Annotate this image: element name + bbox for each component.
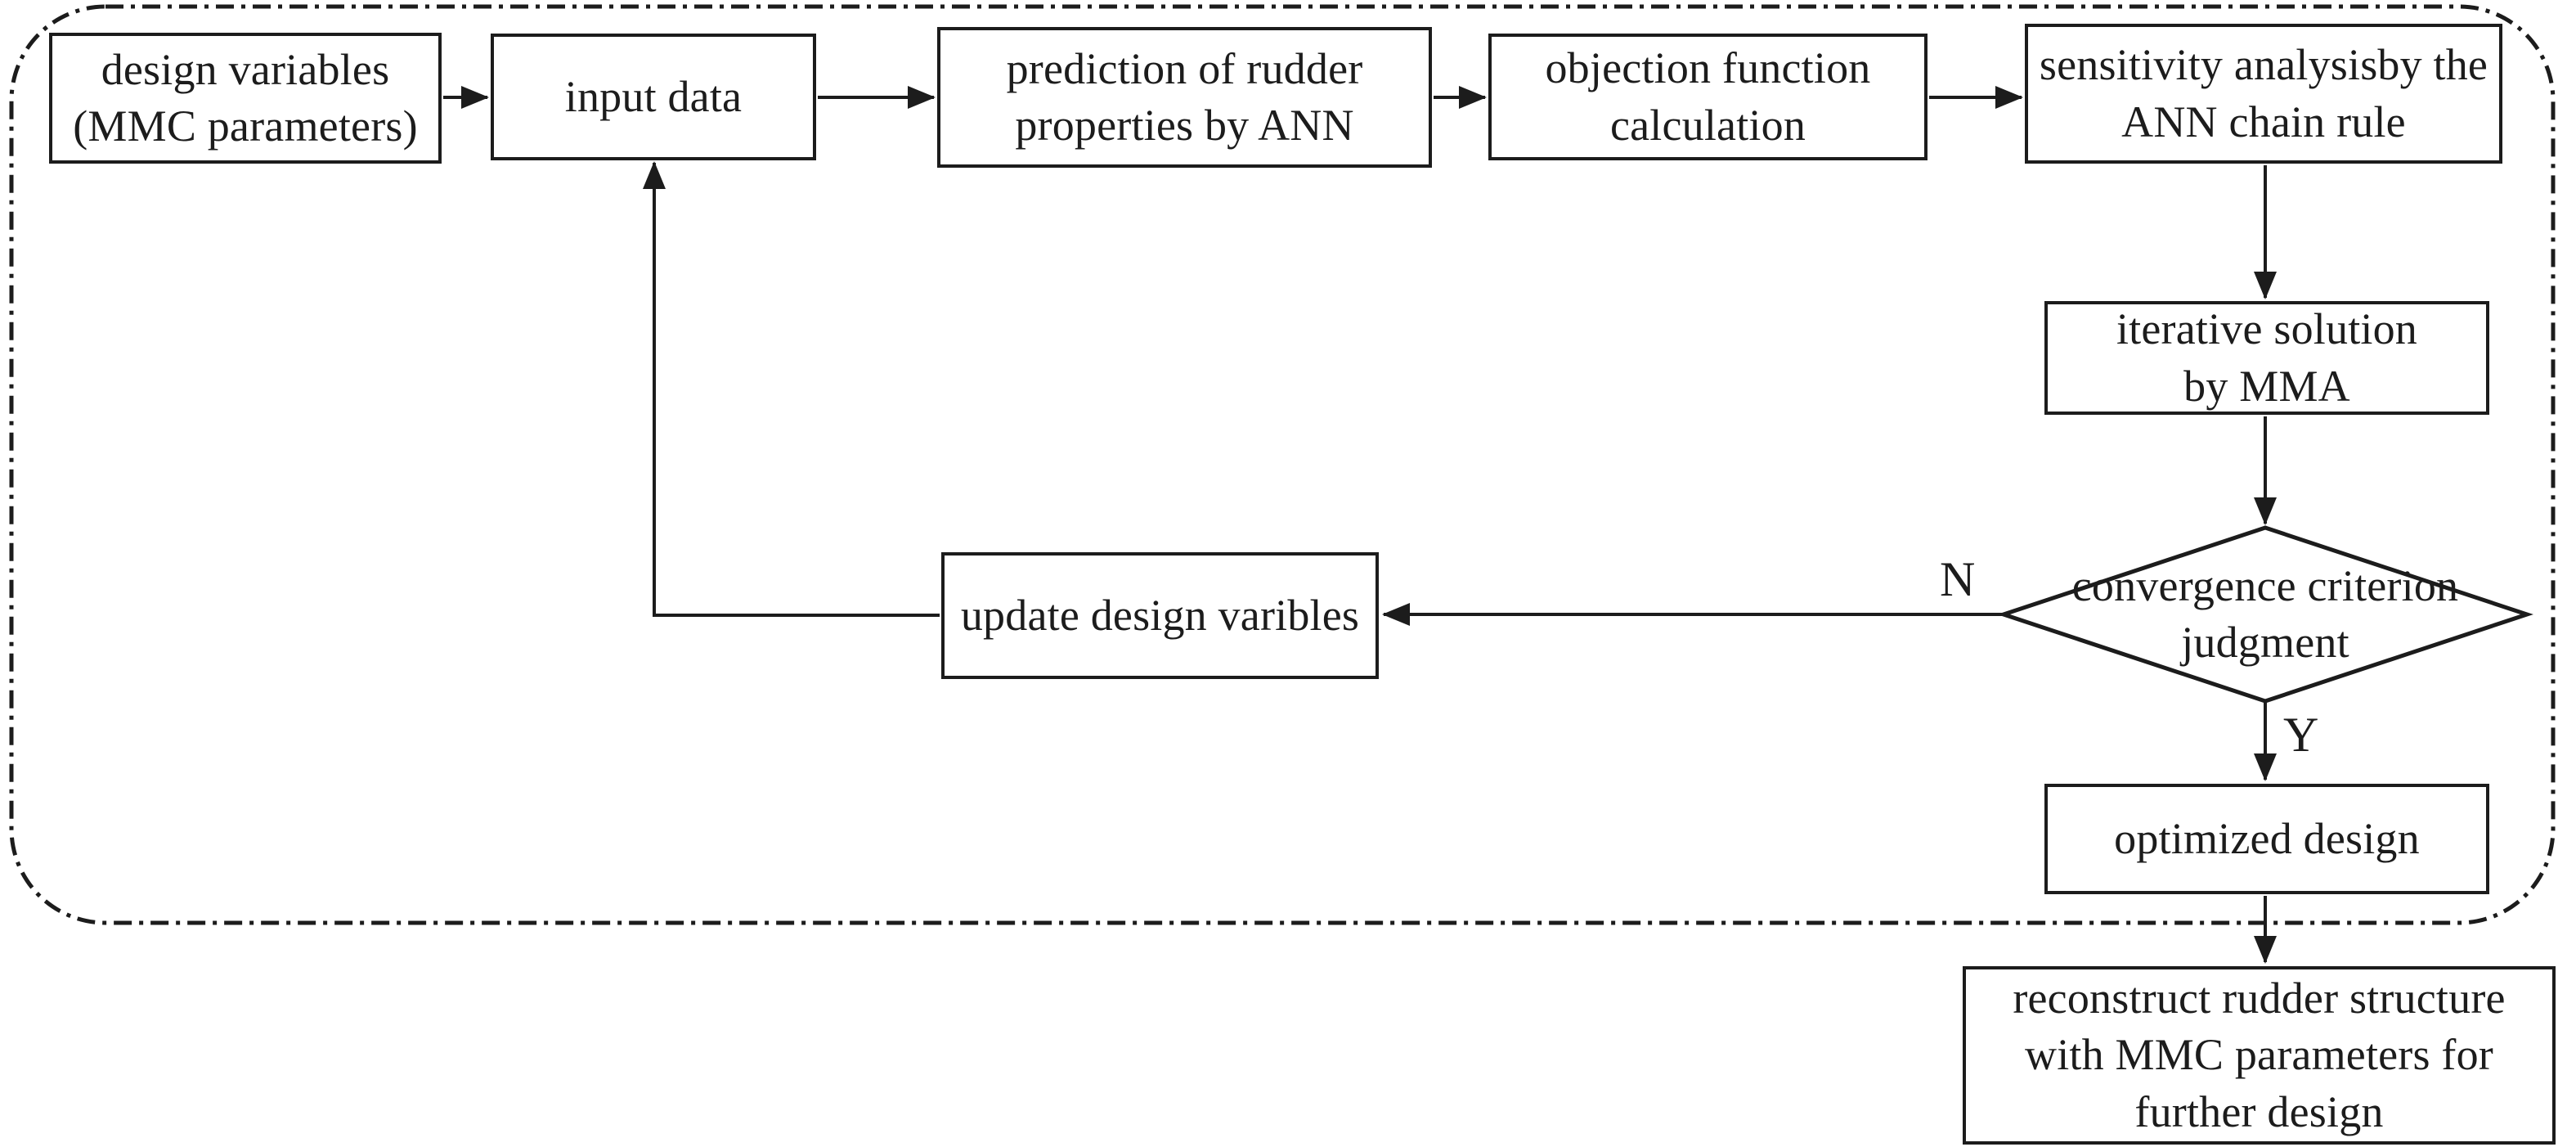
node-convergence-judgment: convergence criterion judgment — [2036, 559, 2494, 670]
edge-label-yes: Y — [2283, 708, 2319, 762]
node-prediction: prediction of rudder properties by ANN — [937, 27, 1432, 168]
node-update-design-variables-label: update design varibles — [960, 590, 1360, 640]
node-convergence-judgment-label: convergence criterion judgment — [2071, 560, 2459, 667]
node-iterative-solution: iterative solution by MMA — [2044, 301, 2489, 415]
edge-update-to-input — [643, 161, 940, 617]
node-input-data: input data — [491, 34, 816, 160]
node-sensitivity-analysis: sensitivity analysisby the ANN chain rul… — [2025, 24, 2502, 164]
edge-label-no: N — [1940, 552, 1976, 606]
node-iterative-solution-label: iterative solution by MMA — [2116, 304, 2418, 411]
node-design-variables: design variables (MMC parameters) — [49, 33, 442, 164]
node-input-data-label: input data — [564, 71, 743, 121]
node-optimized-design: optimized design — [2044, 784, 2489, 894]
node-reconstruct-rudder-label: reconstruct rudder structure with MMC pa… — [2013, 974, 2506, 1136]
node-design-variables-label: design variables (MMC parameters) — [73, 44, 418, 151]
node-sensitivity-analysis-label: sensitivity analysisby the ANN chain rul… — [2039, 40, 2488, 146]
node-objection-function: objection function calculation — [1488, 34, 1928, 160]
node-update-design-variables: update design varibles — [941, 552, 1379, 679]
node-prediction-label: prediction of rudder properties by ANN — [1006, 43, 1363, 150]
dashed-boundary — [9, 4, 2556, 925]
node-optimized-design-label: optimized design — [2114, 813, 2420, 863]
decision-diamond-shape — [1997, 525, 2533, 704]
node-objection-function-label: objection function calculation — [1545, 43, 1871, 150]
node-reconstruct-rudder: reconstruct rudder structure with MMC pa… — [1963, 966, 2556, 1145]
